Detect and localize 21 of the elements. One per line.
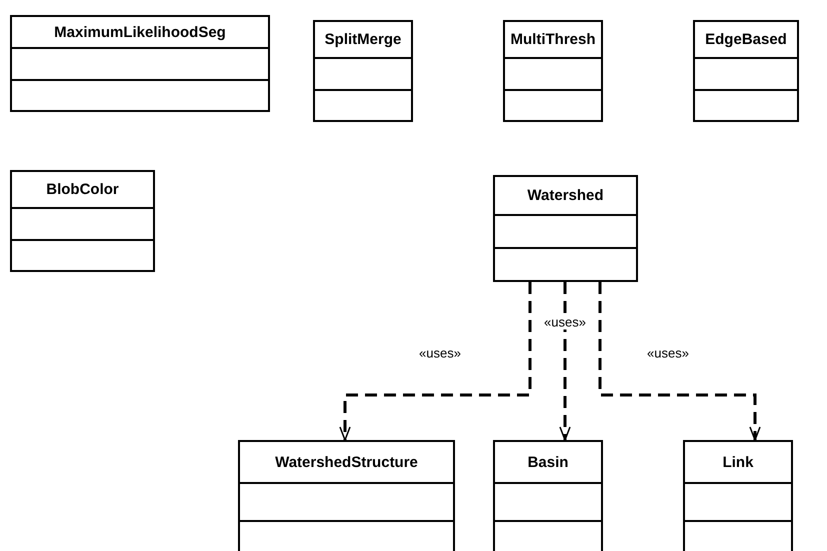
class-name: MultiThresh [510,31,596,48]
class-name: Basin [528,454,568,470]
dependency-arrow [598,282,761,441]
class-box [693,20,799,122]
class-name: Watershed [527,187,604,204]
class-name: SplitMerge [324,31,402,48]
class-name: Link [722,454,754,470]
class-box [10,170,155,272]
class-box [683,440,793,551]
class-box [313,20,413,122]
class-box [493,440,603,551]
class-name: EdgeBased [705,31,787,48]
class-box [238,440,455,551]
class-name: WatershedStructure [275,454,418,470]
class-name: BlobColor [46,181,119,198]
class-box [503,20,603,122]
class-box [10,15,270,112]
class-box [493,175,638,282]
dependency-arrow [559,282,571,441]
dependency-arrow [339,282,532,441]
class-name: MaximumLikelihoodSeg [54,24,226,40]
